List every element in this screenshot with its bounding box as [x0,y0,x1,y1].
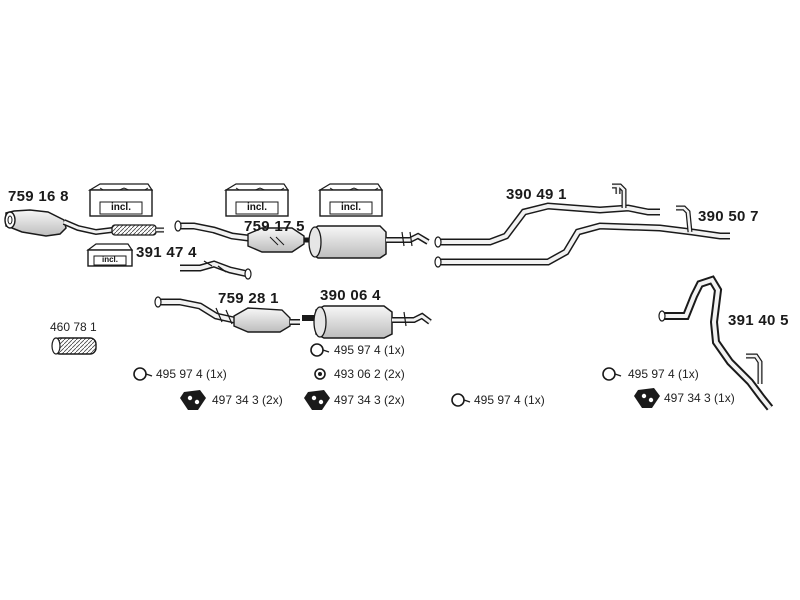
kit-label-2: incl. [236,202,278,214]
part-390491-tail-pipe[interactable] [434,183,660,248]
rubber-mount-icon-2 [304,390,330,410]
kit-box-4 [86,243,134,267]
part-390507-tail-pipe[interactable] [434,205,730,268]
part-number-391405: 391 40 5 [728,312,789,329]
kit-incl-text-4: incl. [101,255,118,264]
part-759168-catalytic-converter[interactable] [4,209,164,237]
hardware-label-2: 497 34 3 (2x) [212,393,283,407]
rubber-mount-icon-1 [180,390,206,410]
part-number-390491: 390 49 1 [506,186,567,203]
part-460781-flex-pipe[interactable] [51,337,97,355]
clamp-ring-icon-1 [133,367,153,381]
kit-label-3: incl. [330,202,372,214]
part-391405-tail-pipe[interactable] [658,275,774,411]
hardware-label-7: 495 97 4 (1x) [628,367,699,381]
part-number-759175: 759 17 5 [244,218,305,235]
hardware-label-5: 497 34 3 (2x) [334,393,405,407]
hardware-label-8: 497 34 3 (1x) [664,391,735,405]
kit-label-4: incl. [94,255,126,265]
part-number-391474: 391 47 4 [136,244,197,261]
kit-box-2 [223,183,290,217]
hardware-label-6: 495 97 4 (1x) [474,393,545,407]
part-759175-catalytic-converter[interactable] [174,220,312,253]
part-759281-catalytic-converter[interactable] [154,296,300,333]
part-number-759168: 759 16 8 [8,188,69,205]
part-number-390507: 390 50 7 [698,208,759,225]
clamp-ring-icon-2 [310,343,330,357]
part-muffler-upper[interactable] [308,225,430,259]
part-391474-pipe[interactable] [180,260,252,280]
clamp-ring-icon-3 [451,393,471,407]
part-number-460781: 460 78 1 [50,320,97,334]
hardware-label-4: 493 06 2 (2x) [334,367,405,381]
kit-label-1: incl. [100,202,142,214]
kit-box-3 [317,183,384,217]
kit-incl-text-3: incl. [340,202,361,213]
part-number-759281: 759 28 1 [218,290,279,307]
kit-incl-text-1: incl. [110,202,131,213]
clamp-ring-icon-4 [602,367,622,381]
rubber-mount-icon-3 [634,388,660,408]
kit-incl-text-2: incl. [246,202,267,213]
hardware-label-3: 495 97 4 (1x) [334,343,405,357]
part-390064-muffler[interactable] [302,305,432,339]
gasket-icon [314,368,326,380]
kit-box-1 [87,183,154,217]
part-number-390064: 390 06 4 [320,287,381,304]
hardware-label-1: 495 97 4 (1x) [156,367,227,381]
